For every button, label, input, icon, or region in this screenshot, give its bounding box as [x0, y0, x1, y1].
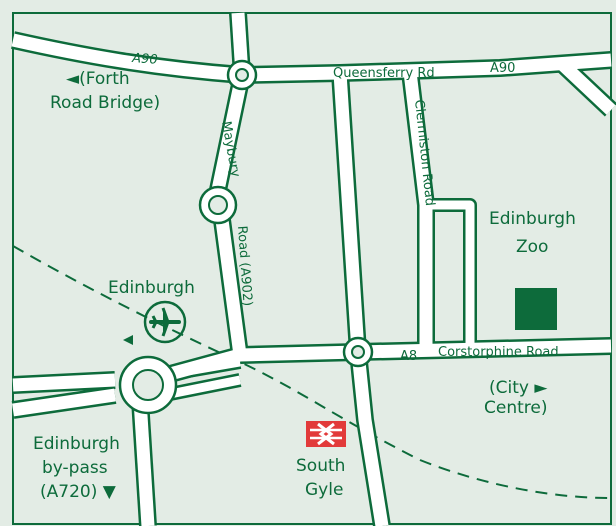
- label-bypass-line3: (A720) ▼: [40, 482, 117, 502]
- label-airport: Edinburgh: [108, 278, 195, 298]
- label-forth-line2: Road Bridge): [50, 93, 160, 113]
- airport-arrow-icon: [123, 335, 133, 345]
- zoo-block: [515, 288, 557, 330]
- road-label-maybury-road: Road (A902): [234, 225, 255, 306]
- label-city-line2: Centre): [484, 398, 547, 418]
- roundabout-maybury: [198, 185, 238, 225]
- label-station-line1: South: [296, 456, 345, 476]
- roundabout-a8: [342, 336, 374, 368]
- label-bypass-line1: Edinburgh: [33, 434, 120, 454]
- road-label-a8: A8: [400, 349, 417, 364]
- label-bypass-line2: by-pass: [42, 458, 108, 478]
- label-zoo-line2: Zoo: [516, 237, 548, 257]
- roundabout-gogar: [118, 355, 178, 415]
- road-label-a90-west: A90: [131, 51, 158, 68]
- label-zoo-line1: Edinburgh: [489, 209, 576, 229]
- road-label-a90-east: A90: [490, 61, 515, 76]
- road-label-queensferry: Queensferry Rd: [333, 66, 435, 81]
- airplane-icon: [143, 300, 187, 344]
- railway-line: [12, 245, 612, 499]
- label-forth-line1: ◄(Forth: [66, 69, 130, 89]
- road-label-corstorphine: Corstorphine Road: [438, 345, 559, 360]
- map-frame: [12, 12, 612, 525]
- label-station-line2: Gyle: [305, 480, 343, 500]
- roundabout-north: [226, 59, 258, 91]
- road-fills: [11, 12, 616, 526]
- label-city-line1: (City ►: [489, 378, 548, 398]
- rail-icon: [306, 421, 346, 447]
